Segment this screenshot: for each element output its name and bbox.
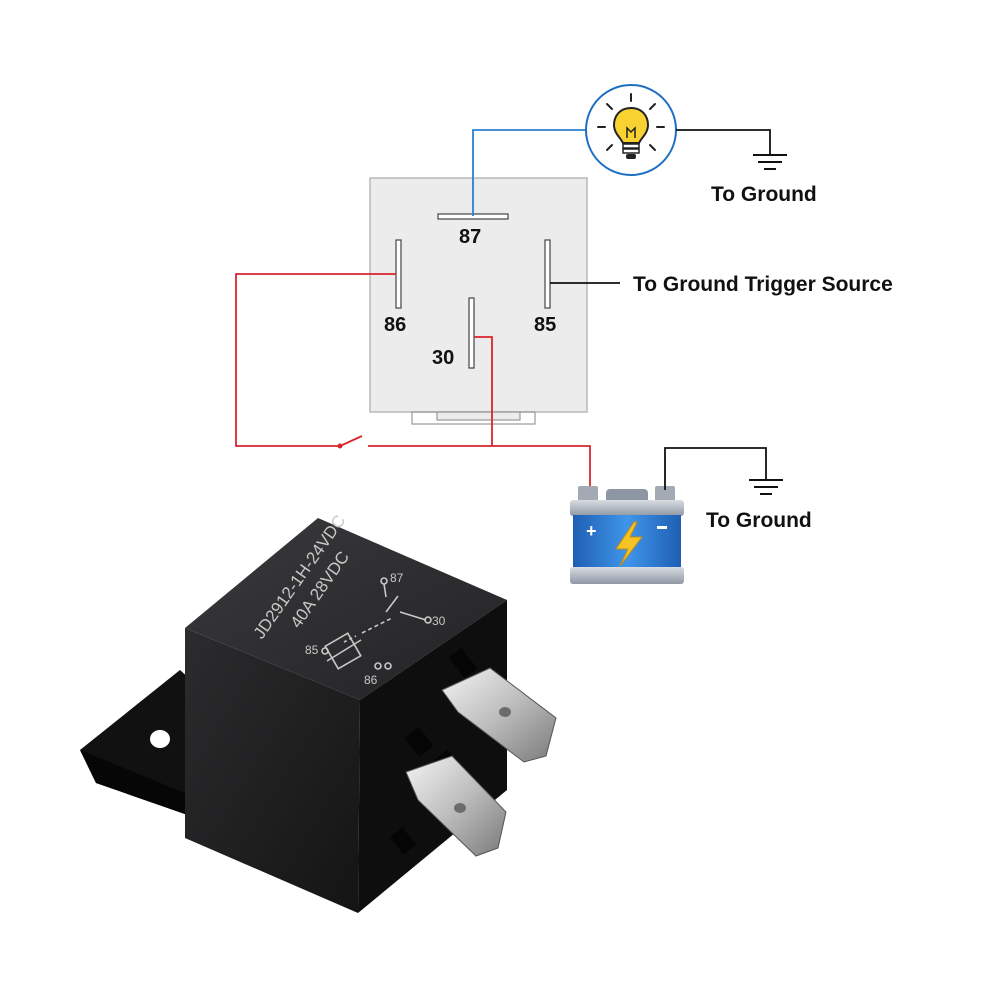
relay-socket-diagram bbox=[369, 177, 588, 425]
relay-pin86-marking: 86 bbox=[364, 673, 378, 687]
svg-text:+: + bbox=[586, 521, 597, 541]
wire-87-to-lamp bbox=[472, 129, 588, 216]
pin-86-slot bbox=[395, 239, 402, 309]
pin-87-label: 87 bbox=[459, 226, 481, 248]
battery-ground-label: To Ground bbox=[706, 509, 812, 532]
pin-85-slot bbox=[544, 239, 551, 309]
relay-photo: JD2912-1H-24VDC 40A 28VDC 87 30 85 86 bbox=[80, 511, 557, 913]
car-battery-icon: + bbox=[570, 486, 684, 584]
relay-pin85-marking: 85 bbox=[305, 643, 319, 657]
wire-30-to-battery bbox=[474, 336, 493, 446]
wire-lamp-to-ground bbox=[676, 129, 771, 155]
wire-switch-to-battery bbox=[368, 445, 591, 488]
relay-terminal-pin bbox=[441, 667, 557, 763]
pin-86-label: 86 bbox=[384, 314, 406, 336]
relay-pin87-marking: 87 bbox=[390, 571, 404, 585]
lamp-ground-label: To Ground bbox=[711, 183, 817, 206]
ground-symbol-icon bbox=[753, 154, 787, 170]
pin-30-slot bbox=[468, 297, 475, 369]
switch-icon bbox=[339, 435, 363, 447]
relay-pin30-marking: 30 bbox=[432, 614, 446, 628]
pin-30-label: 30 bbox=[432, 347, 454, 369]
wire-86-to-switch bbox=[235, 273, 396, 447]
wire-battery-to-ground bbox=[664, 447, 767, 490]
ground-symbol-icon bbox=[749, 479, 783, 495]
relay-terminal-pin bbox=[405, 755, 507, 857]
light-bulb-icon bbox=[585, 84, 677, 176]
relay-schematic-marking bbox=[321, 577, 432, 670]
trigger-label: To Ground Trigger Source bbox=[633, 273, 893, 296]
pin-85-label: 85 bbox=[534, 314, 556, 336]
